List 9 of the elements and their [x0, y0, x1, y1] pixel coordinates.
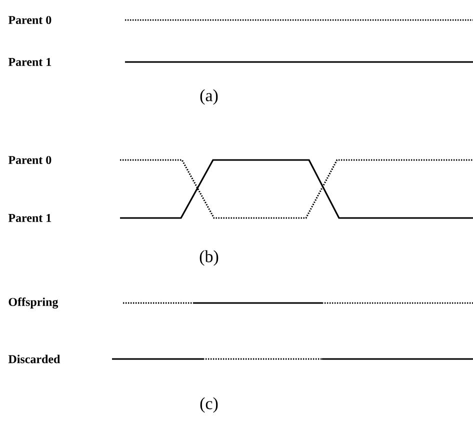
- panel-label: (a): [200, 89, 218, 105]
- panel-label: (c): [200, 397, 218, 413]
- row-label: Parent 0: [8, 16, 52, 24]
- row-label: Parent 1: [8, 58, 52, 66]
- row-label: Discarded: [8, 354, 60, 364]
- row-label: Parent 0: [8, 156, 52, 164]
- row-label: Parent 1: [8, 214, 52, 222]
- panel-label: (b): [200, 250, 218, 266]
- row-label: Offspring: [8, 297, 58, 309]
